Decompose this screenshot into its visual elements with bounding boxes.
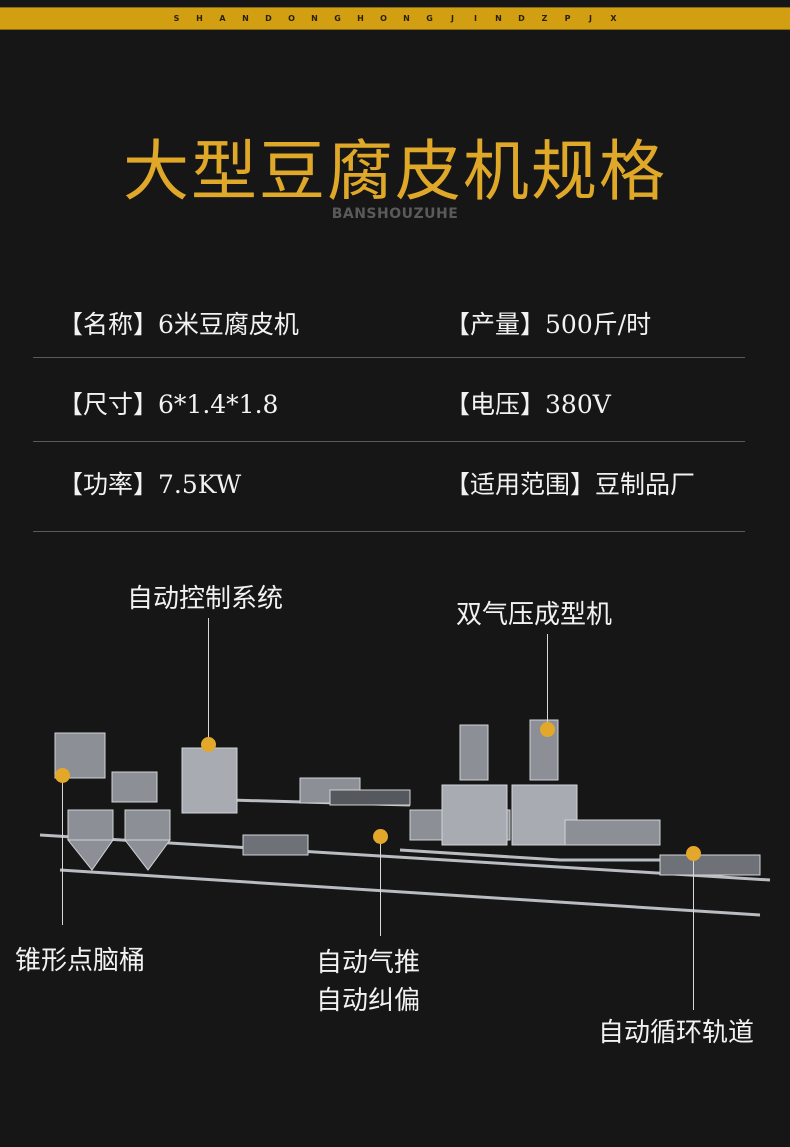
spec-size: 【尺寸】6*1.4*1.8: [58, 390, 279, 419]
divider: [33, 441, 745, 442]
brand-letter: I: [474, 14, 477, 23]
spec-power: 【功率】7.5KW: [58, 470, 242, 499]
page-subtitle: BANSHOUZUHE: [331, 206, 459, 222]
callout-dot: [686, 846, 701, 861]
page-title: 大型豆腐皮机规格: [123, 133, 667, 210]
brand-letter: D: [518, 14, 525, 23]
brand-letter: H: [357, 14, 364, 23]
callout-cone-bucket: 锥形点脑桶: [15, 946, 146, 976]
callout-dot: [55, 768, 70, 783]
callout-dot: [540, 722, 555, 737]
brand-letter: O: [288, 14, 295, 23]
brand-letter: J: [589, 14, 592, 23]
brand-letter: X: [610, 14, 617, 23]
callout-track: 自动循环轨道: [598, 1018, 755, 1048]
callout-dot: [201, 737, 216, 752]
callout-control-system: 自动控制系统: [127, 584, 284, 614]
brand-letter: O: [380, 14, 387, 23]
brand-letter: G: [426, 14, 433, 23]
spec-voltage: 【电压】380V: [445, 390, 611, 419]
callout-line: [547, 634, 548, 729]
brand-letter: P: [564, 14, 571, 23]
divider: [33, 531, 745, 532]
callout-dot: [373, 829, 388, 844]
brand-letter: D: [265, 14, 272, 23]
brand-letter: N: [403, 14, 410, 23]
brand-letter: H: [196, 14, 203, 23]
divider: [33, 357, 745, 358]
spec-name: 【名称】6米豆腐皮机: [58, 310, 299, 339]
callout-line: [208, 618, 209, 744]
brand-letter: S: [173, 14, 180, 23]
brand-letter: J: [451, 14, 454, 23]
callout-line: [693, 853, 694, 1010]
brand-letter: N: [495, 14, 502, 23]
brand-letter: G: [334, 14, 341, 23]
callout-press-machine: 双气压成型机: [456, 600, 613, 630]
callout-auto-correct: 自动纠偏: [316, 986, 421, 1016]
brand-letter: N: [311, 14, 318, 23]
spec-scope: 【适用范围】豆制品厂: [445, 470, 696, 499]
brand-letter: Z: [541, 14, 548, 23]
callout-line: [62, 775, 63, 925]
callout-line: [380, 836, 381, 936]
brand-letter: A: [219, 14, 226, 23]
callout-air-push: 自动气推: [316, 948, 421, 978]
brand-letter: N: [242, 14, 249, 23]
spec-output: 【产量】500斤/时: [445, 310, 652, 339]
